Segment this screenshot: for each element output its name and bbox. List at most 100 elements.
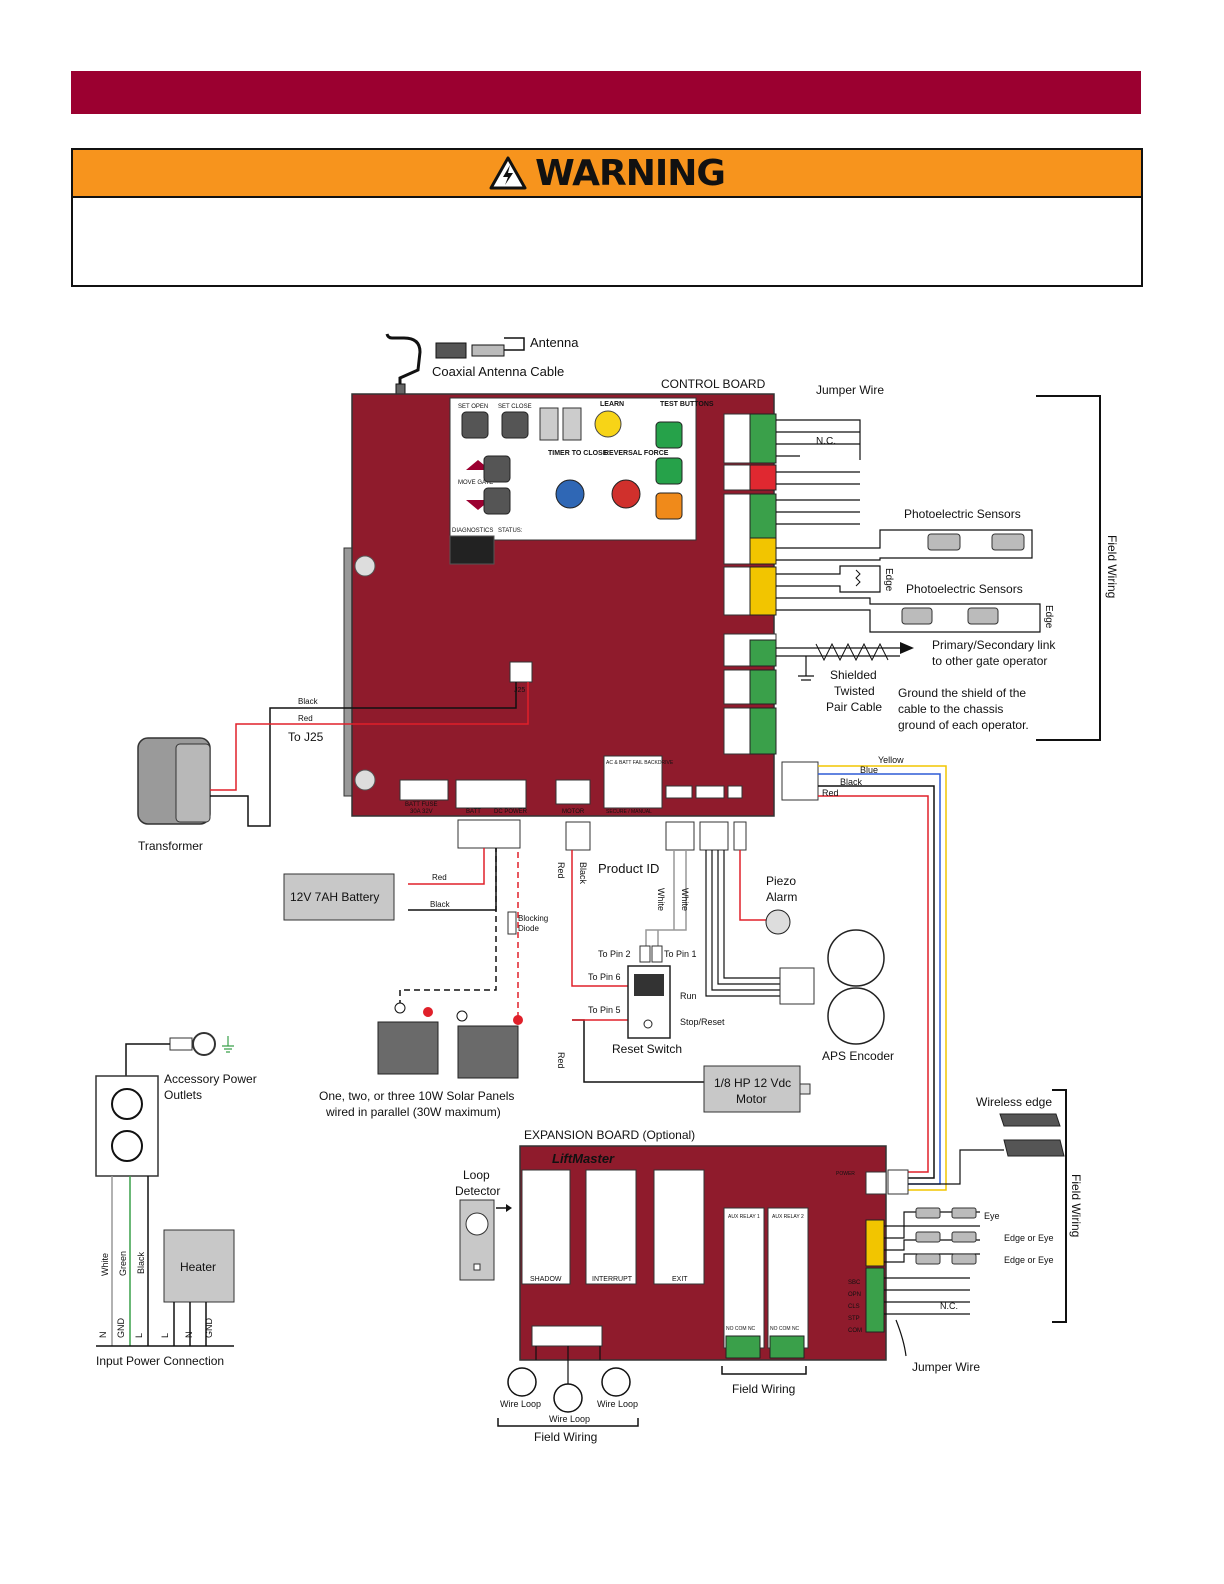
terminal-yellow[interactable] — [749, 566, 777, 616]
page-title-bar — [71, 71, 1141, 114]
reversal-force-label: REVERSAL FORCE — [604, 450, 669, 457]
secure-manual-label: SECURE / MANUAL — [606, 809, 652, 815]
reset-black-label: Black — [578, 862, 588, 885]
loop-detector-led — [473, 1263, 481, 1271]
batt-fuse-label: BATT FUSE — [405, 802, 437, 808]
test-close-button[interactable] — [655, 457, 683, 485]
eye-sensor — [951, 1231, 977, 1243]
shielded-label-3: Pair Cable — [826, 700, 882, 714]
warning-box: WARNING — [71, 148, 1143, 287]
reset-switch-indicator — [643, 1019, 653, 1029]
set-close-label: SET CLOSE — [498, 404, 532, 410]
battery-red-wire — [408, 848, 485, 885]
terminal-green[interactable] — [749, 639, 777, 667]
terminal-green[interactable] — [749, 493, 777, 539]
aux-relay-1-terminal[interactable] — [725, 1335, 761, 1359]
solar-label-2: wired in parallel (30W maximum) — [325, 1105, 501, 1119]
set-open-label: SET OPEN — [458, 404, 488, 410]
test-open-button[interactable] — [655, 421, 683, 449]
transformer-black-label: Black — [298, 697, 319, 706]
wire-loop — [601, 1367, 631, 1397]
eye-sensor — [951, 1207, 977, 1219]
wireless-edge-label: Wireless edge — [976, 1095, 1052, 1109]
terminal-green[interactable] — [749, 669, 777, 705]
to-pin1-label: To Pin 1 — [664, 949, 697, 959]
alarm-connector — [727, 785, 743, 799]
reversal-force-dial[interactable] — [611, 479, 641, 509]
edge-2-label: Edge — [1043, 605, 1054, 629]
black-label: Black — [840, 777, 863, 787]
wire-loop-label-3: Wire Loop — [597, 1399, 638, 1409]
learn-button[interactable] — [594, 410, 622, 438]
battery-red-label: Red — [432, 873, 447, 882]
ground-ring-terminal — [192, 1032, 216, 1056]
shielded-label-1: Shielded — [830, 668, 877, 682]
to-pin6-label: To Pin 6 — [588, 972, 621, 982]
loop-detector-dial — [465, 1212, 489, 1236]
terminal-yellow[interactable] — [749, 537, 777, 565]
set-open-button[interactable] — [461, 411, 489, 439]
term-l2-label: L — [160, 1333, 170, 1338]
expansion-terminal-yellow[interactable] — [865, 1219, 885, 1267]
term-gnd2-label: GND — [204, 1318, 214, 1339]
reset-red-wire — [571, 850, 628, 987]
field-wiring-bracket — [1036, 395, 1101, 741]
test-stop-button[interactable] — [655, 492, 683, 520]
red-label: Red — [822, 788, 839, 798]
blocking-diode-label-2: Diode — [518, 924, 539, 933]
encoder-connector — [695, 785, 725, 799]
blue-wire — [818, 773, 941, 1185]
motor-red-label: Red — [556, 1052, 566, 1069]
aux-relay-2-terminal[interactable] — [769, 1335, 805, 1359]
negative-terminal-icon — [394, 1002, 406, 1014]
product-id-plug — [665, 821, 695, 851]
photo-sensors-1-label: Photoelectric Sensors — [904, 507, 1021, 521]
pin2-connector — [639, 945, 651, 963]
move-gate-down-button[interactable] — [483, 487, 511, 515]
negative-terminal-icon — [456, 1010, 468, 1022]
terminal-green[interactable] — [749, 413, 777, 464]
move-gate-label: MOVE GATE — [458, 480, 493, 486]
terminal-red[interactable] — [749, 464, 777, 491]
relay-bracket — [721, 1366, 807, 1375]
jumper-wire-bottom — [895, 1319, 907, 1357]
eye-sensor — [951, 1253, 977, 1265]
product-id-wires — [645, 850, 687, 946]
terminal-green[interactable] — [749, 707, 777, 755]
dip-switch[interactable] — [562, 407, 582, 441]
reset-switch-rocker[interactable] — [634, 974, 664, 996]
field-wiring-loops-label: Field Wiring — [534, 1430, 597, 1444]
mount-hole — [354, 769, 376, 791]
ac-batt-fail-label: AC & BATT FAIL BACKDRIVE — [606, 760, 674, 766]
white-label-2: White — [680, 888, 690, 911]
control-board-label: CONTROL BOARD — [661, 377, 766, 391]
edge-sensor-1 — [776, 565, 881, 593]
accessory-label-2: Outlets — [164, 1088, 202, 1102]
term-l-label: L — [134, 1333, 144, 1338]
nc-bottom-label: N.C. — [940, 1301, 958, 1311]
warning-header: WARNING — [73, 150, 1141, 198]
wire-loop — [507, 1367, 537, 1397]
no-com-nc-label-1: NO COM NC — [726, 1326, 756, 1332]
wireless-edge-sensor — [999, 1113, 1061, 1127]
timer-to-close-dial[interactable] — [555, 479, 585, 509]
piezo-red-wire — [739, 850, 766, 921]
aps-encoder-label: APS Encoder — [822, 1049, 894, 1063]
cls-label: CLS — [848, 1304, 860, 1310]
expansion-terminal-green[interactable] — [865, 1267, 885, 1333]
to-j25-label: To J25 — [288, 730, 324, 744]
backdrive-switch[interactable] — [603, 755, 663, 809]
diagnostics-label: DIAGNOSTICS — [452, 528, 493, 534]
heater — [163, 1229, 235, 1303]
move-gate-up-button[interactable] — [483, 455, 511, 483]
battery-black-label: Black — [430, 900, 451, 909]
set-close-button[interactable] — [501, 411, 529, 439]
status-label: STATUS: — [498, 528, 523, 534]
to-pin2-label: To Pin 2 — [598, 949, 631, 959]
interrupt-label: INTERRUPT — [592, 1276, 633, 1283]
loop-dip-switches[interactable] — [531, 1325, 603, 1347]
batt-label: BATT — [466, 809, 481, 815]
motor-label-1: 1/8 HP 12 Vdc — [714, 1076, 791, 1090]
black-wire — [818, 785, 935, 1179]
dip-switch[interactable] — [539, 407, 559, 441]
